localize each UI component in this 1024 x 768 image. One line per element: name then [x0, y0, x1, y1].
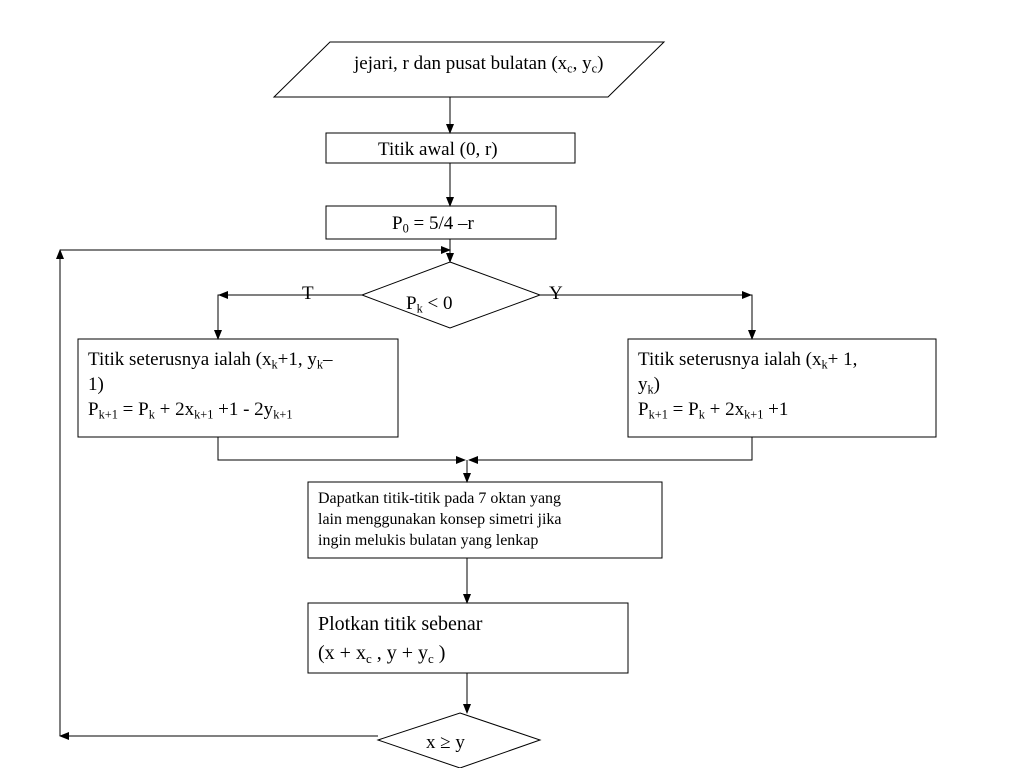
symmetry-line2: lain menggunakan konsep simetri jika	[318, 511, 562, 528]
start-point-label: Titik awal (0, r)	[378, 139, 498, 160]
plot-box	[307, 602, 629, 674]
plot-label: Plotkan titik sebenar (x + xc , y + yc )	[318, 610, 482, 668]
symmetry-line1: Dapatkan titik-titik pada 7 oktan yang	[318, 490, 562, 507]
symmetry-line3: ingin melukis bulatan yang lenkap	[318, 532, 539, 549]
right-box-line3: Pk+1 = Pk + 2xk+1 +1	[638, 399, 789, 422]
decision-no-label: T	[302, 283, 314, 304]
end-check-diamond	[376, 712, 542, 768]
arrow-left-merge	[217, 437, 466, 464]
input-parallelogram	[272, 41, 666, 98]
plot-line1: Plotkan titik sebenar	[318, 613, 483, 635]
left-box-label: Titik seterusnya ialah (xk+1, yk– 1) Pk+…	[88, 347, 333, 422]
right-box-line2: yk)	[638, 374, 660, 397]
right-process-box	[627, 338, 937, 438]
input-label: jejari, r dan pusat bulatan (xc, yc)	[354, 53, 604, 76]
decision-yes-label: Y	[549, 283, 563, 304]
arrow-decision-no	[214, 294, 362, 340]
left-box-line2: 1)	[88, 374, 104, 395]
init-p-box	[325, 205, 557, 240]
left-box-line1: Titik seterusnya ialah (xk+1, yk–	[88, 349, 333, 372]
symmetry-label: Dapatkan titik-titik pada 7 oktan yang l…	[318, 488, 562, 551]
right-box-line1: Titik seterusnya ialah (xk+ 1,	[638, 349, 858, 372]
plot-line2: (x + xc , y + yc )	[318, 642, 446, 666]
left-box-line3: Pk+1 = Pk + 2xk+1 +1 - 2yk+1	[88, 399, 293, 422]
end-check-label: x ≥ y	[426, 732, 465, 753]
decision-label: Pk < 0	[406, 293, 453, 316]
arrow-decision-yes	[540, 294, 756, 340]
decision-diamond	[360, 261, 542, 329]
right-box-label: Titik seterusnya ialah (xk+ 1, yk) Pk+1 …	[638, 347, 857, 422]
symmetry-box	[307, 481, 663, 559]
init-p-label: P0 = 5/4 –r	[392, 213, 474, 236]
left-process-box	[77, 338, 399, 438]
start-point-box	[325, 132, 576, 164]
arrow-right-merge	[468, 437, 753, 464]
